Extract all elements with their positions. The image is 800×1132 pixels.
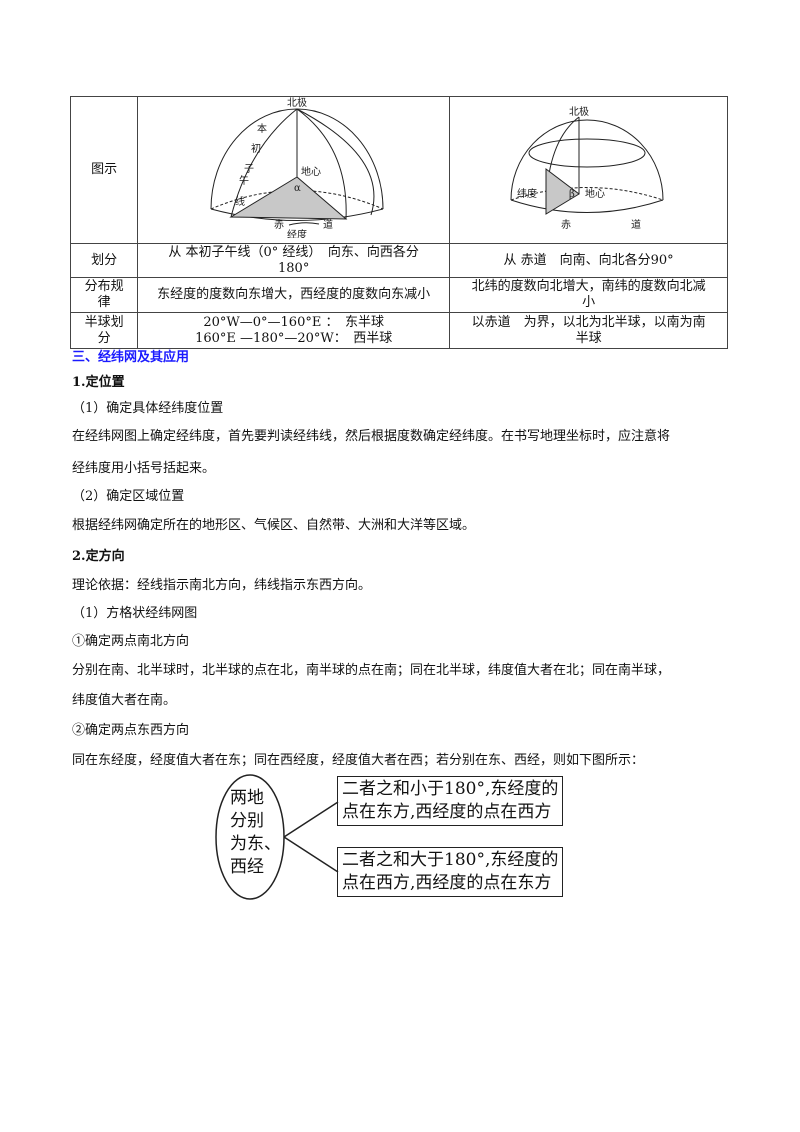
equator-label: 赤: [274, 219, 284, 231]
row-head: 分布规: [84, 279, 124, 294]
meridian-label: 午: [239, 174, 249, 187]
heading-locate: 1.定位置: [72, 375, 125, 390]
meridian-label: 子: [244, 163, 254, 175]
subheading: （2）确定区域位置: [72, 489, 185, 504]
cell-text: 北纬的度数向北增大，南纬的度数向北减: [471, 279, 706, 294]
angle-label: α: [294, 183, 301, 194]
longitude-hemisphere-diagram: 北极 本 初 子 午 线 地心 α 赤 道 经度: [210, 96, 384, 241]
angle-label: β: [569, 189, 575, 200]
paragraph: 根据经纬网确定所在的地形区、气候区、自然带、大洲和大洋等区域。: [72, 518, 476, 533]
cell-text: 20°W—0°—160°E ： 东半球: [203, 314, 384, 330]
longitude-figure: 北极 本 初 子 午 线 地心 α 赤 道 经度: [137, 96, 451, 244]
earth-center-label: 地心: [585, 187, 605, 200]
subheading: ②确定两点东西方向: [72, 723, 190, 738]
cell-text: 以赤道 为界，以北为北半球，以南为南: [471, 314, 706, 330]
row-head: 律: [97, 295, 111, 310]
row-head: 半球划: [84, 314, 124, 330]
paragraph: 纬度值大者在南。: [72, 693, 177, 708]
oval-label: 两地分别为东、西经: [230, 788, 281, 877]
equator-label: 道: [323, 218, 333, 231]
paragraph: 经纬度用小括号括起来。: [72, 461, 216, 476]
subheading: ①确定两点南北方向: [72, 634, 190, 649]
cell-text: 东经度的度数向东增大，西经度的度数向东减小: [137, 277, 451, 313]
latitude-hemisphere-diagram: 北极 β 地心 纬度 赤 道: [510, 105, 664, 231]
latitude-label: 纬度: [517, 187, 537, 200]
meridian-label: 本: [257, 122, 267, 135]
meridian-label: 线: [235, 195, 245, 208]
cell-text: 160°E —180°—20°W： 西半球: [195, 330, 393, 346]
paragraph: 分别在南、北半球时，北半球的点在北，南半球的点在南；同在北半球，纬度值大者在北；…: [72, 663, 671, 678]
row-head: 划分: [69, 243, 139, 278]
paragraph: 在经纬网图上确定经纬度，首先要判读经纬线，然后根据度数确定经纬度。在书写地理坐标…: [72, 429, 671, 444]
equator-label: 道: [631, 218, 641, 231]
earth-center-label: 地心: [301, 165, 321, 178]
sum-greater-than-180-box: 二者之和大于180°,东经度的点在西方,西经度的点在东方: [337, 847, 564, 897]
north-pole-label: 北极: [287, 97, 307, 109]
subheading: （1）确定具体经纬度位置: [72, 401, 224, 416]
longitude-label: 经度: [287, 228, 307, 238]
paragraph: 同在东经度，经度值大者在东；同在西经度，经度值大者在西；若分别在东、西经，则如下…: [72, 753, 645, 768]
meridian-label: 初: [251, 142, 261, 155]
section-title: 三、经纬网及其应用: [72, 350, 190, 365]
subheading: （1）方格状经纬网图: [72, 606, 198, 621]
cell-text: 小: [582, 295, 596, 310]
equator-label: 赤: [561, 219, 571, 231]
latitude-figure: 北极 β 地心 纬度 赤 道: [449, 96, 728, 244]
paragraph: 理论依据：经线指示南北方向，纬线指示东西方向。: [72, 578, 372, 593]
north-pole-label: 北极: [569, 105, 589, 118]
sum-less-than-180-box: 二者之和小于180°,东经度的点在东方,西经度的点在西方: [337, 776, 564, 826]
cell-text: 180°: [278, 260, 310, 276]
longitude-latitude-table: 图示 北极 本 初 子 午 线 地心 α 赤 道 经度 北极 β 地心 纬度 赤…: [69, 96, 728, 349]
cell-text: 从 本初子午线（0° 经线） 向东、向西各分: [168, 244, 419, 260]
connector-lines: [215, 774, 339, 900]
cell-text: 从 赤道 向南、向北各分90°: [449, 243, 728, 278]
cell-text: 半球: [575, 330, 602, 346]
row-head: 分: [97, 330, 111, 346]
row-head: 图示: [69, 96, 139, 244]
heading-direction: 2.定方向: [72, 549, 125, 564]
